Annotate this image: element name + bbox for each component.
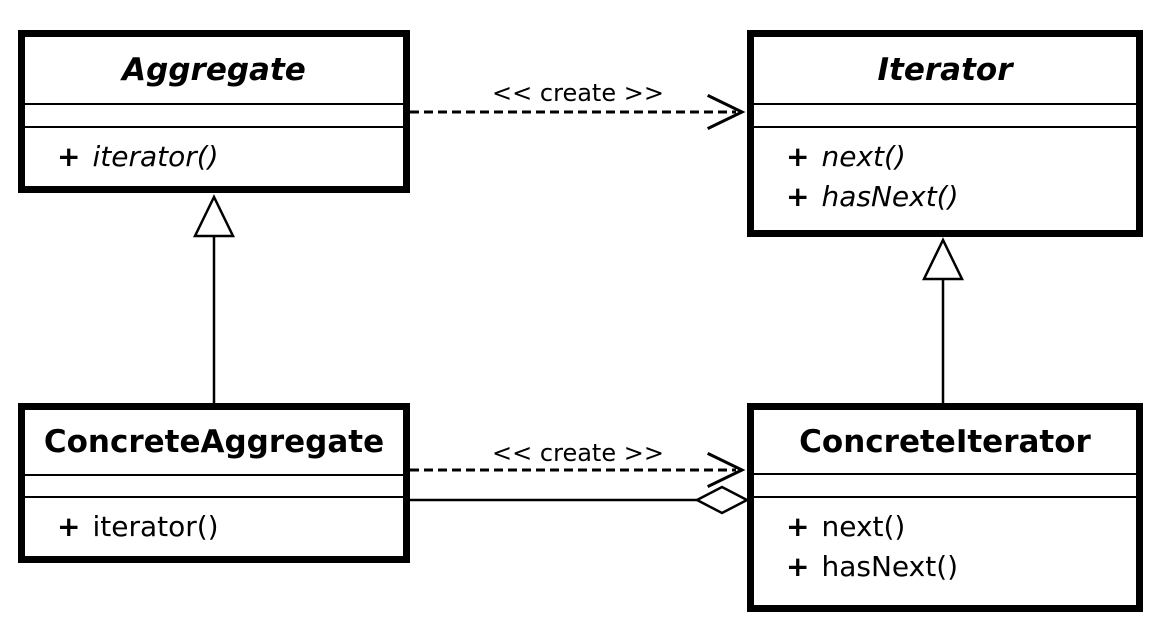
class-attributes-empty [754, 473, 1136, 498]
class-box-concrete-aggregate: ConcreteAggregate + iterator() [18, 403, 410, 563]
method-row: + hasNext() [786, 546, 1136, 586]
class-title: Aggregate [122, 52, 306, 88]
method-name: iterator() [92, 139, 219, 173]
method-row: + hasNext() [786, 176, 1136, 216]
generalization-triangle-icon [193, 194, 235, 238]
create-stereotype-label-top: << create >> [492, 79, 664, 107]
class-title: ConcreteAggregate [43, 424, 385, 460]
class-attributes-empty [25, 103, 403, 128]
class-box-concrete-iterator: ConcreteIterator + next() + hasNext() [747, 403, 1143, 612]
class-title: ConcreteIterator [799, 423, 1091, 460]
method-visibility: + [786, 549, 810, 583]
class-methods: + next() + hasNext() [754, 498, 1136, 605]
class-box-iterator: Iterator + next() + hasNext() [747, 30, 1143, 237]
create-stereotype-label-bottom: << create >> [492, 439, 664, 467]
generalization-triangle-icon [922, 237, 964, 281]
method-row: + next() [786, 506, 1136, 546]
class-methods: + iterator() [25, 128, 403, 186]
method-name: iterator() [92, 509, 219, 543]
method-name: next() [821, 139, 906, 173]
class-attributes-empty [25, 474, 403, 498]
class-methods: + next() + hasNext() [754, 128, 1136, 230]
method-name: next() [821, 509, 906, 543]
method-name: hasNext() [821, 179, 959, 213]
method-visibility: + [786, 179, 810, 213]
method-visibility: + [786, 509, 810, 543]
method-visibility: + [57, 139, 81, 173]
class-attributes-empty [754, 103, 1136, 128]
method-visibility: + [57, 509, 81, 543]
method-name: hasNext() [821, 549, 959, 583]
method-row: + iterator() [57, 506, 403, 546]
class-methods: + iterator() [25, 498, 403, 556]
open-arrowhead-icon [706, 93, 746, 131]
method-visibility: + [786, 139, 810, 173]
class-title: Iterator [877, 52, 1013, 88]
method-row: + next() [786, 136, 1136, 176]
method-row: + iterator() [57, 136, 403, 176]
class-box-aggregate: Aggregate + iterator() [18, 30, 410, 193]
open-arrowhead-icon [706, 451, 746, 489]
aggregation-diamond-icon [694, 485, 750, 515]
